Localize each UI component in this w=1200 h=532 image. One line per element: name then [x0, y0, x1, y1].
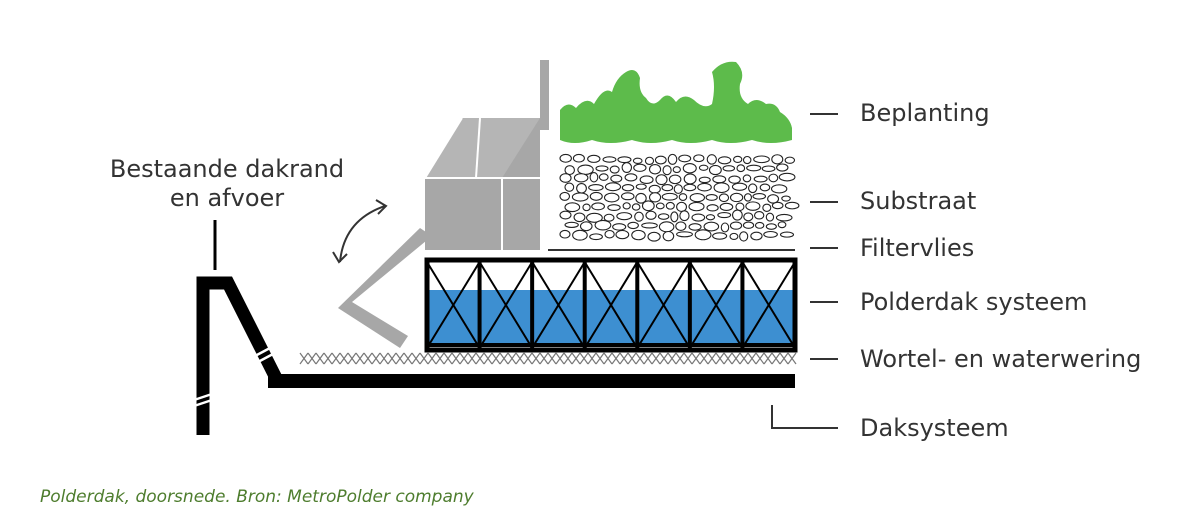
polderdak-crate-system: [424, 257, 798, 353]
label-beplanting: Beplanting: [860, 99, 990, 127]
label-substraat: Substraat: [860, 187, 977, 215]
existing-roof-edge-label: Bestaande dakrand en afvoer: [92, 155, 362, 213]
label-polderdak-systeem: Polderdak systeem: [860, 288, 1088, 316]
label-filtervlies: Filtervlies: [860, 234, 975, 262]
substrate-layer: [559, 153, 800, 242]
root-water-barrier: [299, 352, 797, 365]
roof-deck-slab: [268, 374, 795, 388]
label-wortel-waterwering: Wortel- en waterwering: [860, 345, 1142, 373]
leader-lines: [771, 113, 838, 429]
label-daksysteem: Daksysteem: [860, 414, 1009, 442]
vegetation-layer: [560, 61, 792, 143]
figure-caption: Polderdak, doorsnede. Bron: MetroPolder …: [40, 487, 474, 507]
edge-label-line-1: Bestaande dakrand: [109, 155, 345, 183]
rotation-arrow-icon: [332, 199, 388, 264]
roof-edge-parapet: [193, 220, 283, 435]
grey-edge-box: [338, 60, 549, 348]
edge-label-line-2: en afvoer: [169, 183, 285, 212]
